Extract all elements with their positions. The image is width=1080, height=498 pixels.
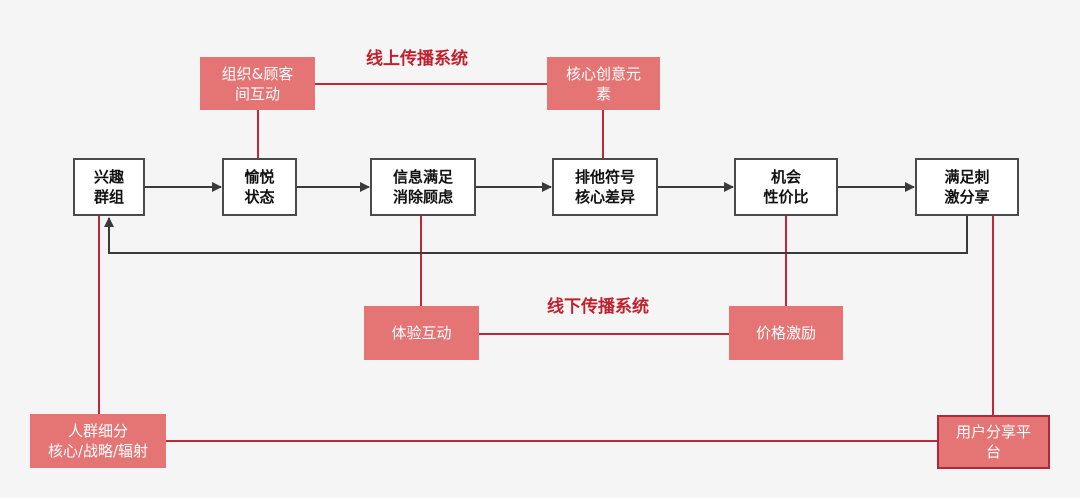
experience-interaction-node: 体验互动 — [364, 306, 479, 360]
pleasure-state-node: 愉悦 状态 — [222, 158, 297, 216]
stimulate-share-node: 满足刺 激分享 — [915, 158, 1019, 216]
interest-group-node: 兴趣 群组 — [73, 158, 145, 216]
feedback-loop-arrow — [104, 216, 968, 254]
org-customer-interaction-node: 组织&顾客 间互动 — [200, 57, 315, 110]
user-share-platform-node: 用户分享平 台 — [937, 415, 1050, 469]
opportunity-value-node: 机会 性价比 — [734, 158, 838, 216]
crowd-segmentation-node: 人群细分 核心/战略/辐射 — [30, 414, 166, 468]
core-creative-element-node: 核心创意元 素 — [547, 57, 660, 110]
price-incentive-node: 价格激励 — [729, 306, 843, 360]
exclusive-symbol-node: 排他符号 核心差异 — [552, 158, 658, 216]
online-system-heading: 线上传播系统 — [366, 49, 468, 69]
offline-system-heading: 线下传播系统 — [547, 297, 649, 317]
info-satisfy-node: 信息满足 消除顾虑 — [370, 158, 476, 216]
